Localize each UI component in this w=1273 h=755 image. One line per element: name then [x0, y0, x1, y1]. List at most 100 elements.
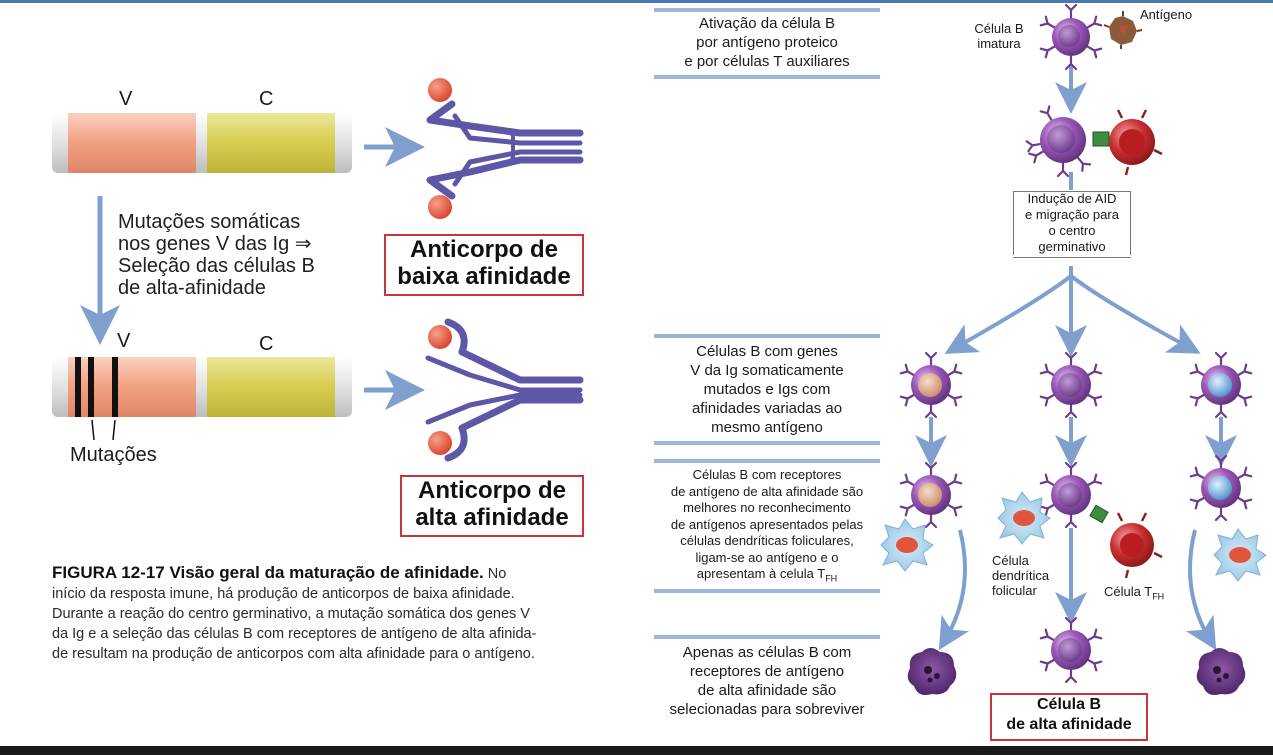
antigen-particle [1103, 11, 1143, 49]
mutation-bar [75, 357, 81, 417]
high-affinity-antibody-label: Anticorpo de alta afinidade [400, 475, 584, 537]
label-line: e migração para [1025, 207, 1119, 222]
gene-bottom [52, 357, 352, 441]
process-line: Seleção das células B [118, 255, 315, 277]
apoptotic-cell [907, 648, 957, 695]
text-line: e por células T auxiliares [684, 53, 850, 70]
label-line: baixa afinidade [397, 263, 571, 290]
apoptotic-cell [1196, 648, 1246, 695]
tfh-cell-label: Célula TFH [1104, 584, 1164, 605]
b-cell-purple-row2 [1039, 461, 1103, 529]
follicular-dendritic-cell [880, 518, 934, 572]
text-line: melhores no reconhecimento [683, 500, 851, 515]
label-line: imatura [977, 36, 1021, 51]
process-description: Mutações somáticas nos genes V das Ig ⇒ … [118, 211, 315, 299]
rule [654, 635, 880, 639]
mutated-b-cell-tan [899, 351, 963, 419]
antigen-ball [428, 431, 452, 455]
text-line: receptores de antígeno [689, 663, 845, 680]
gene-top [52, 113, 352, 173]
caption-line: Durante a reação do centro germinativo, … [52, 606, 530, 622]
immature-b-cell [1039, 3, 1103, 71]
label-line: Indução de AID [1027, 191, 1117, 206]
high-affinity-b-cell [1039, 616, 1103, 684]
bottom-border [0, 746, 1273, 755]
text-line: mesmo antígeno [711, 419, 823, 436]
label-line: folicular [992, 583, 1037, 598]
text-line: Células B com receptores [692, 467, 842, 482]
caption-title: FIGURA 12-17 Visão geral da maturação de… [52, 563, 484, 582]
mutations-label: Mutações [70, 444, 157, 466]
label-main: Célula T [1104, 584, 1153, 599]
antigen-ball [428, 325, 452, 349]
rule [654, 334, 880, 338]
label-line: o centro [1048, 223, 1096, 238]
rule [654, 8, 880, 12]
antigen-label: Antígeno [1140, 7, 1193, 22]
process-line: Mutações somáticas [118, 211, 301, 233]
text-line: selecionadas para sobreviver [669, 701, 865, 718]
process-line: de alta-afinidade [118, 277, 266, 299]
high-affinity-antibody [425, 318, 584, 462]
b-cell-blue-row2 [1189, 454, 1253, 522]
antigen-ball [428, 195, 452, 219]
rule [654, 75, 880, 79]
text-line: por antígeno proteico [696, 34, 838, 51]
label-line: Célula B [1036, 696, 1101, 713]
aid-induction-label: Indução de AID e migração para o centro … [1013, 191, 1131, 258]
label-line: de alta afinidade [1006, 716, 1132, 733]
text-line: apresentam à celula T [696, 566, 826, 581]
mutation-bar [112, 357, 118, 417]
figure-caption: FIGURA 12-17 Visão geral da maturação de… [52, 563, 592, 664]
caption-line: da Ig e a seleção das células B com rece… [52, 626, 537, 642]
mutated-b-cell-blue [1189, 351, 1253, 419]
gene-c-label-mutated: C [259, 333, 274, 355]
mutation-bar [88, 357, 94, 417]
text-line: de antígeno de alta afinidade são [670, 483, 864, 499]
gene-v-label-mutated: V [117, 330, 131, 352]
dendritic-cell-label: Célula dendrítica folicular [992, 553, 1049, 598]
high-affinity-b-cell-label: Célula B de alta afinidade [990, 693, 1148, 741]
rule [1013, 191, 1131, 192]
text-line: ligam-se ao antígeno e o [695, 549, 839, 565]
subscript: FH [1152, 591, 1165, 602]
label-line: dendrítica [992, 568, 1050, 583]
label-line: germinativo [1038, 239, 1106, 254]
step1-text: Ativação da célula B por antígeno protei… [654, 8, 880, 79]
label-line: alta afinidade [415, 504, 569, 531]
mutated-b-cell-purple [1039, 351, 1103, 419]
top-border [0, 0, 1273, 3]
text-line: de alta afinidade são [697, 682, 837, 699]
process-line: nos genes V das Ig ⇒ [118, 233, 312, 255]
immature-b-cell-label: Célula B imatura [968, 21, 1030, 51]
text-line: Ativação da célula B [699, 15, 835, 32]
follicular-dendritic-cell [1213, 528, 1267, 582]
antigen-ball [428, 78, 452, 102]
label-line: Anticorpo de [418, 477, 566, 504]
text-line: Células B com genes [696, 343, 838, 360]
label-line: Célula [992, 553, 1029, 568]
text-line: V da Ig somaticamente [690, 362, 844, 379]
text-line: afinidades variadas ao [691, 400, 843, 417]
low-affinity-antibody-label: Anticorpo de baixa afinidade [384, 234, 584, 296]
caption-line: No [487, 566, 507, 582]
label-line: Anticorpo de [410, 236, 558, 263]
gene-v-label: V [119, 88, 133, 110]
rule [654, 459, 880, 463]
label-line: Célula B [974, 21, 1024, 36]
rule [1013, 257, 1131, 258]
low-affinity-antibody [426, 100, 584, 200]
step3-text: Células B com receptores de antígeno de … [654, 459, 880, 594]
follicular-dendritic-cell [997, 491, 1051, 545]
caption-line: início da resposta imune, há produção de… [52, 586, 515, 602]
step2-text: Células B com genes V da Ig somaticament… [654, 334, 880, 445]
gene-c-label: C [259, 88, 274, 110]
caption-line: de resultam na produção de anticorpos co… [52, 646, 535, 662]
rule [654, 589, 880, 594]
b-cell-tan-row2 [899, 461, 963, 529]
rule [654, 441, 880, 445]
t-fh-cell [1110, 512, 1163, 579]
text-line: Apenas as células B com [682, 644, 852, 661]
text-line: mutados e Igs com [703, 381, 831, 398]
